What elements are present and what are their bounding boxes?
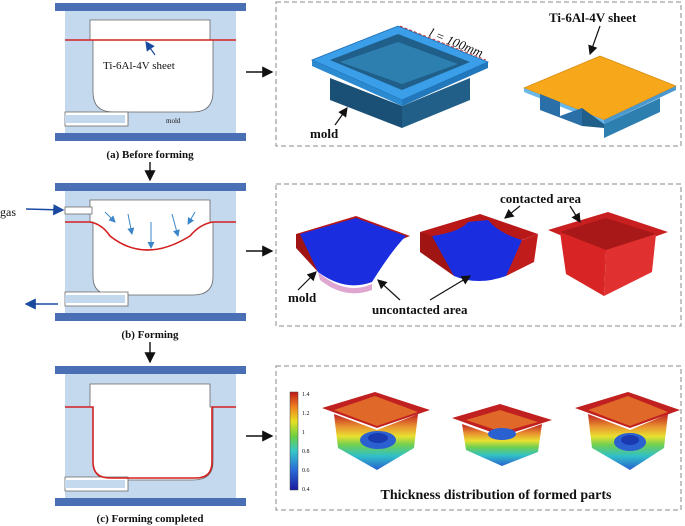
forming-part-3 bbox=[548, 212, 668, 296]
right-box-c bbox=[275, 365, 682, 511]
uncontacted-pointer-1 bbox=[377, 279, 401, 301]
gas-label: gas bbox=[0, 205, 16, 219]
mold-label-right-b: mold bbox=[288, 290, 317, 305]
sheet-3d bbox=[522, 55, 678, 138]
mold-diagram-b bbox=[24, 183, 246, 321]
caption-a: (a) Before forming bbox=[106, 149, 194, 161]
thickness-part-3 bbox=[575, 392, 680, 470]
sheet-label-a: Ti-6Al-4V sheet bbox=[103, 60, 175, 72]
colorbar-tick: 0.4 bbox=[302, 487, 310, 493]
colorbar-tick: 0.8 bbox=[302, 449, 310, 455]
colorbar-tick: 1 bbox=[302, 430, 305, 436]
thickness-part-2 bbox=[452, 404, 552, 466]
colorbar bbox=[289, 391, 299, 491]
colorbar-ticks: 1.4 1.2 1 0.8 0.6 0.4 bbox=[302, 392, 310, 493]
uncontacted-area-label: uncontacted area bbox=[372, 302, 468, 317]
caption-b: (b) Forming bbox=[121, 329, 179, 341]
mold-diagram-c bbox=[55, 366, 246, 506]
mold-label-right-a: mold bbox=[310, 126, 339, 141]
colorbar-tick: 1.4 bbox=[302, 392, 310, 398]
dimension-line bbox=[399, 25, 487, 61]
mold-3d bbox=[310, 25, 490, 128]
colorbar-tick: 0.6 bbox=[302, 468, 310, 474]
right-box-b bbox=[275, 183, 682, 327]
caption-c: (c) Forming completed bbox=[97, 513, 204, 525]
contacted-pointer-1 bbox=[504, 205, 521, 219]
sheet-label-right-a: Ti-6Al-4V sheet bbox=[549, 10, 637, 25]
sheet-pointer-right-a bbox=[588, 25, 601, 56]
colorbar-tick: 1.2 bbox=[302, 411, 310, 417]
forming-part-2 bbox=[420, 214, 538, 281]
right-box-a bbox=[275, 1, 682, 147]
contacted-area-label: contacted area bbox=[500, 191, 581, 206]
forming-part-1 bbox=[296, 216, 410, 294]
mold-pointer-a bbox=[334, 107, 348, 126]
thickness-title: Thickness distribution of formed parts bbox=[380, 488, 612, 503]
mold-label-a: mold bbox=[166, 117, 181, 125]
uncontacted-pointer-2 bbox=[429, 275, 472, 301]
thickness-part-1 bbox=[322, 392, 430, 470]
mold-pointer-b bbox=[297, 271, 317, 291]
mold-diagram-a bbox=[55, 3, 246, 141]
contacted-pointer-2 bbox=[569, 205, 581, 224]
